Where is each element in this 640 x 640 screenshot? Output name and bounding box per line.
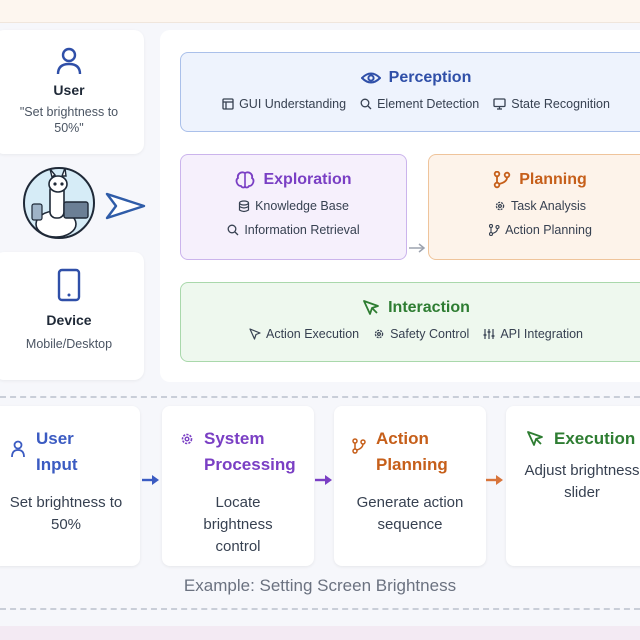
search-icon — [227, 224, 239, 236]
bottom-band — [0, 626, 640, 640]
example-caption: Example: Setting Screen Brightness — [183, 576, 457, 595]
interaction-module: Interaction Action Execution Safety Cont… — [180, 282, 640, 362]
perception-item: GUI Understanding — [239, 97, 347, 111]
user-quote: "Set brightness to 50%" — [19, 105, 119, 135]
exploration-item: Information Retrieval — [244, 223, 360, 237]
top-band — [0, 0, 640, 23]
git-branch-icon — [494, 171, 511, 189]
interaction-title: Interaction — [388, 299, 470, 316]
arrow-right-icon — [315, 475, 332, 485]
step-action-planning: Action Planning Generate action sequence — [334, 406, 486, 566]
exploration-item: Knowledge Base — [255, 199, 349, 213]
database-icon — [238, 199, 250, 212]
step-body: Set brightness to 50% — [9, 494, 123, 533]
cursor-icon — [527, 431, 543, 446]
example-section — [0, 396, 640, 610]
exploration-title: Exploration — [263, 171, 352, 188]
search-icon — [360, 98, 372, 110]
planning-title: Planning — [519, 171, 587, 188]
interaction-item: Safety Control — [390, 327, 470, 341]
perception-item: Element Detection — [377, 97, 480, 111]
user-icon — [56, 47, 82, 75]
interaction-item: API Integration — [500, 327, 584, 341]
exploration-module: Exploration Knowledge Base Information R… — [180, 154, 407, 260]
git-branch-icon — [489, 224, 500, 236]
interaction-item: Action Execution — [265, 327, 360, 341]
gear-icon — [495, 201, 505, 211]
sliders-icon — [483, 329, 495, 339]
planning-module: Planning Task Analysis Action Planning — [428, 154, 640, 260]
planning-item: Task Analysis — [510, 199, 587, 213]
device-subtitle: Mobile/Desktop — [25, 337, 113, 351]
step-title: Execution — [554, 429, 636, 448]
device-card: Device Mobile/Desktop — [0, 252, 144, 380]
cursor-icon — [249, 328, 261, 340]
arrow-right-icon — [486, 475, 503, 485]
gear-icon — [181, 433, 193, 445]
perception-module: Perception GUI Understanding Element Det… — [180, 52, 640, 132]
user-card: User "Set brightness to 50%" — [0, 30, 144, 154]
window-icon — [222, 98, 234, 110]
eye-icon — [360, 72, 381, 84]
git-branch-icon — [352, 438, 366, 454]
user-title: User — [53, 82, 85, 98]
perception-title: Perception — [388, 69, 472, 86]
arrow-right-icon — [142, 475, 159, 485]
step-body: Adjust brightness slider — [524, 462, 640, 501]
step-body: Generate action sequence — [356, 494, 464, 533]
llama-mascot — [22, 166, 96, 240]
monitor-icon — [493, 98, 506, 110]
step-title: User Input — [36, 429, 78, 474]
step-title: Action Planning — [376, 429, 448, 474]
step-execution: Execution Adjust brightness slider — [506, 406, 640, 566]
device-title: Device — [46, 312, 92, 328]
planning-item: Action Planning — [505, 223, 592, 237]
step-user-input: User Input Set brightness to 50% — [0, 406, 140, 566]
step-title: System Processing — [204, 429, 296, 474]
smartphone-icon — [57, 268, 81, 302]
gear-icon — [374, 329, 384, 339]
chevron-right-icon — [105, 192, 146, 220]
user-icon — [11, 440, 25, 458]
brain-icon — [236, 171, 255, 189]
arrow-right-icon — [409, 243, 426, 253]
step-system-processing: System Processing Locate brightness cont… — [162, 406, 314, 566]
step-body: Locate brightness control — [203, 494, 273, 555]
cursor-icon — [363, 300, 379, 315]
perception-item: State Recognition — [511, 97, 610, 111]
